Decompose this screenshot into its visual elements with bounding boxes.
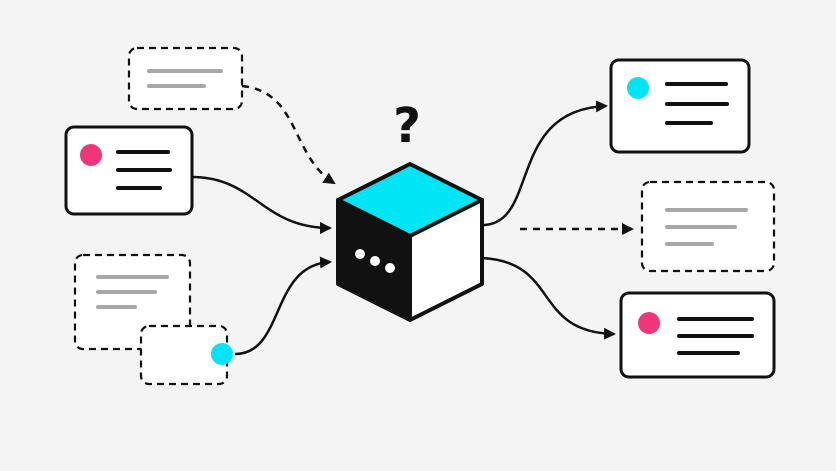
pink-dot-icon [80, 144, 102, 166]
black-box-cube [336, 162, 484, 322]
input-card-stack [73, 253, 233, 386]
ellipsis-icon [355, 249, 395, 273]
connector-input-3 [234, 256, 332, 356]
input-card-solid [64, 125, 194, 216]
connector-input-2 [191, 175, 332, 234]
output-card-dashed [640, 180, 776, 273]
input-card-dashed-top [127, 46, 244, 111]
cyan-dot-icon [627, 77, 649, 99]
connector-output-1 [481, 100, 608, 227]
question-mark-icon: ? [393, 98, 421, 154]
output-card-solid-bottom [619, 291, 776, 379]
cyan-dot-icon [211, 343, 233, 365]
output-card-solid-top [609, 58, 751, 154]
connector-input-1-dashed [241, 84, 336, 185]
connector-output-3 [481, 256, 616, 340]
pink-dot-icon [638, 312, 660, 334]
